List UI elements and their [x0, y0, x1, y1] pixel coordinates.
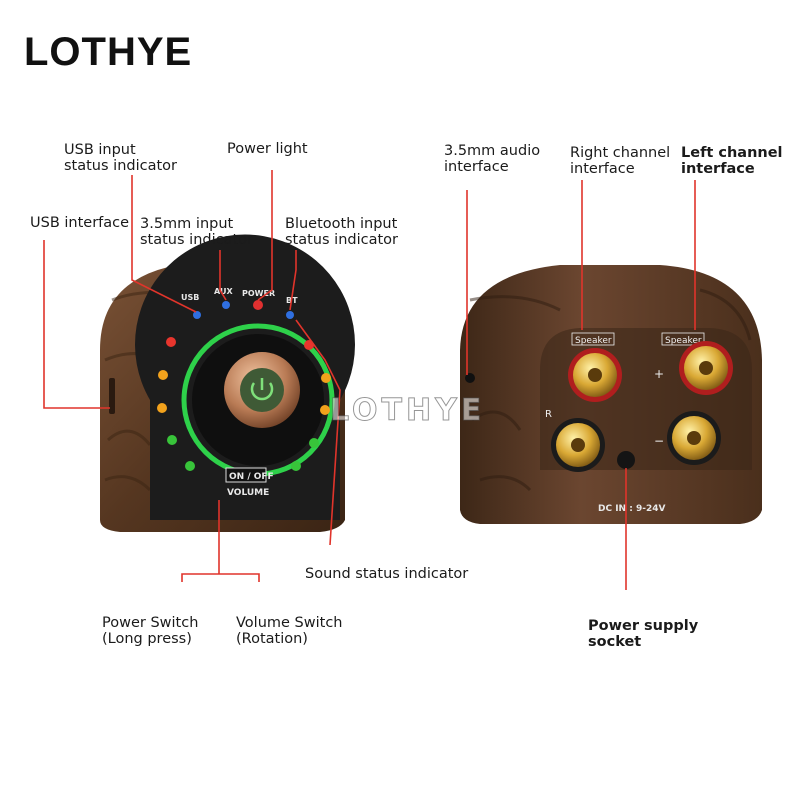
- sound-indicator-label: Sound status indicator: [305, 566, 469, 582]
- plus-mark: +: [654, 367, 664, 381]
- sound-led: [321, 373, 331, 383]
- volume-switch-label: Volume Switch(Rotation): [236, 615, 343, 647]
- power-icon: [250, 382, 274, 401]
- front-device: USB AUX POWER BT ON / OFF VOLUME: [100, 234, 356, 532]
- power-led: [253, 300, 263, 310]
- minus-mark: −: [654, 434, 664, 448]
- speaker-label-left: Speaker: [665, 336, 702, 346]
- leader-lines: [43, 170, 696, 590]
- back-device: Speaker Speaker R + − DC IN : 9-24V: [460, 265, 762, 524]
- dc-in-label: DC IN : 9-24V: [598, 504, 665, 514]
- sound-led: [291, 461, 301, 471]
- sound-led: [157, 403, 167, 413]
- usb-port: [109, 378, 115, 414]
- usb-led: [193, 311, 201, 319]
- power-switch-label: Power Switch(Long press): [102, 615, 199, 647]
- sound-led: [158, 370, 168, 380]
- sound-led: [309, 438, 319, 448]
- on-off-label: ON / OFF: [229, 472, 274, 482]
- bt-led: [286, 311, 294, 319]
- usb-interface-label: USB interface: [30, 215, 130, 231]
- sound-led: [167, 435, 177, 445]
- aux-panel-label: AUX: [214, 287, 233, 296]
- dc-socket: [617, 451, 635, 469]
- brand-logo: LOTHYE: [24, 30, 193, 74]
- volume-label: VOLUME: [227, 488, 269, 498]
- power-panel-label: POWER: [242, 289, 275, 298]
- watermark: LOTHYE: [329, 393, 486, 429]
- r-channel-mark: R: [545, 409, 552, 420]
- power-light-label: Power light: [227, 141, 308, 157]
- sound-led: [166, 337, 176, 347]
- aux-led: [222, 301, 230, 309]
- speaker-label-right: Speaker: [575, 336, 612, 346]
- sound-led: [185, 461, 195, 471]
- usb-panel-label: USB: [181, 293, 199, 302]
- aux-jack: [465, 373, 475, 383]
- sound-led: [320, 405, 330, 415]
